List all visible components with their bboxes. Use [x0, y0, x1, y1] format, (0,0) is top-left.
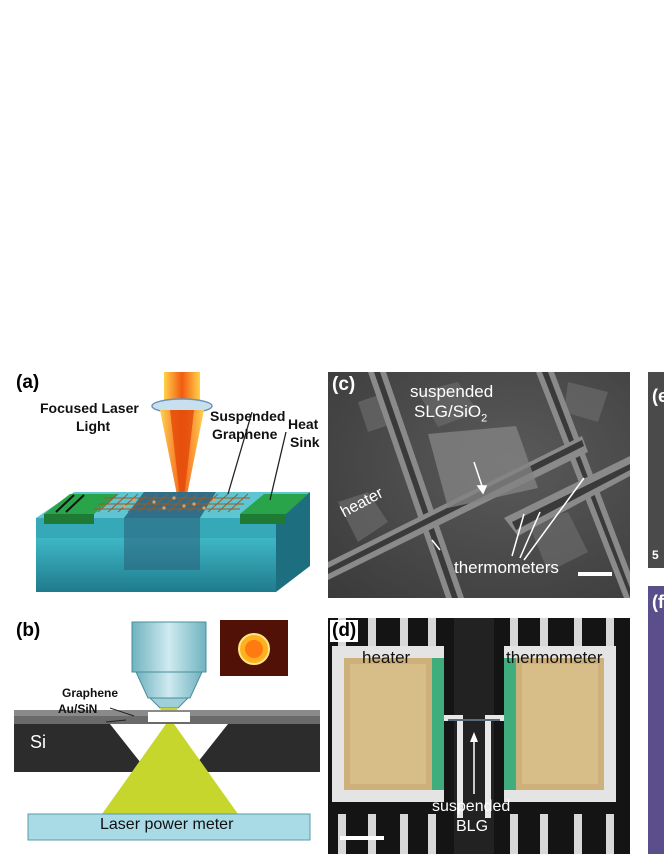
focused-laser-label: Focused Laser — [40, 400, 139, 416]
si-label: Si — [30, 732, 47, 752]
slg-sio2-label: SLG/SiO2 — [414, 402, 487, 424]
thermometer-pad — [504, 646, 616, 802]
scale-bar — [340, 836, 384, 840]
panel-b: (b) Graphene Au/SiN Si Laser power meter — [14, 618, 320, 854]
panel-b-label: (b) — [16, 620, 41, 641]
blg-label: BLG — [456, 818, 489, 835]
raman-setup-schematic — [14, 620, 320, 841]
laser-heating-schematic — [36, 372, 310, 592]
laser-power-meter-label: Laser power meter — [100, 816, 234, 833]
graphene-label: Graphene — [62, 686, 119, 700]
suspended-label: Suspended — [210, 408, 286, 424]
heat-sink-electrode — [240, 494, 308, 514]
panel-e-label: (e — [652, 386, 664, 406]
panel-e: (e 5 — [648, 372, 664, 568]
slg-text: SLG/SiO — [414, 402, 482, 421]
objective-body — [131, 621, 207, 673]
suspended-membrane — [428, 426, 538, 508]
thermometer-label: thermometer — [506, 648, 603, 667]
optical-micrograph — [332, 618, 616, 854]
light-label: Light — [76, 418, 111, 434]
heat-label: Heat — [288, 416, 319, 432]
laser-power-meter — [27, 813, 311, 841]
laser-beam-top — [164, 372, 200, 402]
panel-f: (f — [648, 586, 664, 854]
graphene-lattice — [94, 493, 250, 513]
thermometers-label: thermometers — [454, 558, 559, 577]
graphene-label: Graphene — [212, 426, 278, 442]
panel-a-label: (a) — [16, 372, 40, 393]
panel-c: (c) suspended SLG/SiO2 heater thermomete… — [328, 372, 630, 598]
scale-text: 5 — [652, 548, 659, 562]
panel-d: (d) heater thermometer suspended BLG — [328, 618, 630, 854]
panel-d-label: (d) — [330, 620, 359, 642]
panel-a: (a) Focused Laser Light Suspended Graphe… — [14, 370, 320, 608]
si-left — [14, 724, 148, 772]
heater-pad — [332, 646, 444, 802]
scale-bar — [578, 572, 612, 576]
ausin-label: Au/SiN — [58, 702, 98, 716]
si-right — [190, 724, 320, 772]
heater-bar — [368, 372, 464, 598]
heat-sink-pointer — [269, 431, 287, 501]
suspended-label: suspended — [410, 382, 494, 401]
sink-label: Sink — [290, 434, 320, 450]
panel-f-label: (f — [652, 592, 664, 612]
suspended-label: suspended — [432, 798, 511, 815]
panel-c-label: (c) — [332, 374, 356, 395]
graphene-pointer — [227, 411, 253, 495]
transmitted-beam — [102, 724, 238, 814]
heater-label: heater — [362, 648, 411, 667]
sem-micrograph — [328, 372, 630, 598]
slg-subscript: 2 — [481, 412, 488, 425]
